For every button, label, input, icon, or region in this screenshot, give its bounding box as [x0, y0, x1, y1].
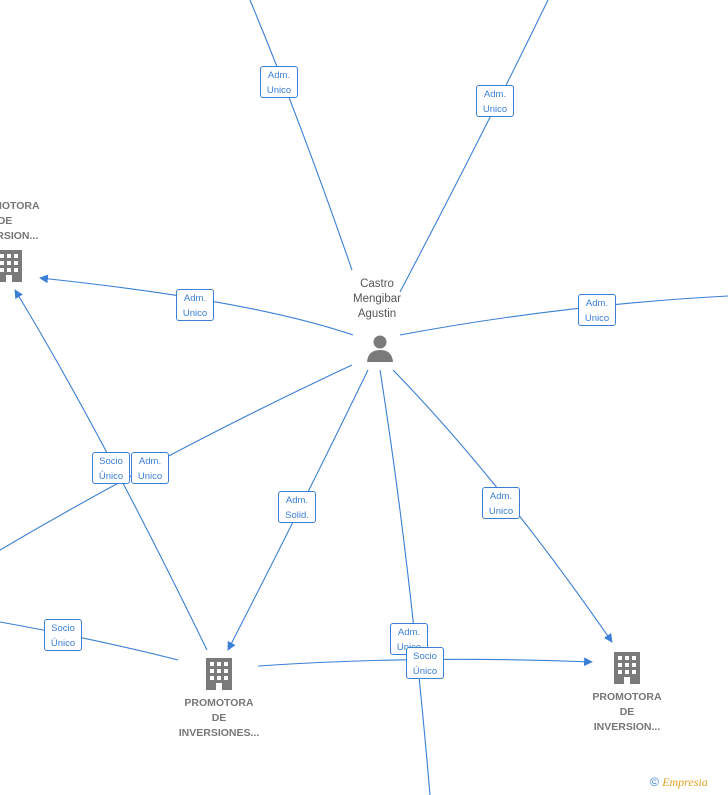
- company-right-line-2: DE: [619, 706, 635, 718]
- role-badge[interactable]: Adm. Unico: [476, 85, 514, 117]
- badge-line: Único: [98, 471, 124, 482]
- company-left-line-1: PROMOTORA: [0, 200, 40, 212]
- badge-line: Unico: [584, 313, 610, 324]
- badge-line: Único: [50, 638, 76, 649]
- company-right-label[interactable]: PROMOTORA DE INVERSION...: [577, 690, 677, 735]
- role-badge[interactable]: Adm. Unico: [260, 66, 298, 98]
- company-right-line-3: INVERSION...: [593, 721, 661, 733]
- badge-line: Unico: [482, 104, 508, 115]
- badge-line: Adm.: [489, 491, 513, 502]
- badge-line: Unico: [137, 471, 163, 482]
- badge-line: Unico: [488, 506, 514, 517]
- company-bottom-line-1: PROMOTORA: [184, 697, 254, 709]
- company-left-label[interactable]: PROMOTORA DE INVERSION...: [0, 199, 50, 244]
- role-badge[interactable]: Adm. Unico: [482, 487, 520, 519]
- role-badge[interactable]: Socio Único: [406, 647, 444, 679]
- badge-line: Adm.: [585, 298, 609, 309]
- badge-line: Adm.: [285, 495, 309, 506]
- badge-line: Solid.: [285, 510, 309, 521]
- building-icon[interactable]: [0, 248, 24, 284]
- empresia-watermark: © Empresia: [650, 775, 708, 790]
- building-icon[interactable]: [612, 650, 642, 686]
- badge-line: Único: [412, 666, 438, 677]
- badge-line: Socio: [51, 623, 75, 634]
- building-icon[interactable]: [204, 656, 234, 692]
- edge-person-bottom-left: [0, 364, 353, 551]
- badge-line: Adm.: [138, 456, 162, 467]
- person-name-line-1: Castro: [360, 278, 394, 290]
- badge-line: Unico: [182, 308, 208, 319]
- badge-line: Socio: [99, 456, 123, 467]
- person-name[interactable]: Castro Mengibar Agustin: [337, 277, 417, 322]
- edge-person-top-left: [249, 0, 353, 271]
- badge-line: Adm.: [483, 89, 507, 100]
- role-badge[interactable]: Socio Único: [92, 452, 130, 484]
- edge-left-to-bottom-company: [0, 621, 179, 661]
- role-badge[interactable]: Socio Único: [44, 619, 82, 651]
- company-left-line-3: INVERSION...: [0, 230, 39, 242]
- role-badge[interactable]: Adm. Solid.: [278, 491, 316, 523]
- company-right-line-1: PROMOTORA: [592, 691, 662, 703]
- role-badge[interactable]: Adm. Unico: [578, 294, 616, 326]
- company-bottom-line-3: INVERSIONES...: [178, 727, 260, 739]
- person-name-line-2: Mengibar: [353, 293, 401, 305]
- edge-person-top-right: [399, 0, 549, 293]
- copyright-icon: ©: [650, 775, 659, 789]
- brand-logo: Empresia: [662, 775, 708, 789]
- role-badge[interactable]: Adm. Unico: [131, 452, 169, 484]
- badge-line: Unico: [266, 85, 292, 96]
- edge-person-bottom: [379, 369, 431, 795]
- company-bottom-line-2: DE: [211, 712, 227, 724]
- person-icon[interactable]: [365, 333, 395, 363]
- edge-person-left-company: [39, 274, 354, 336]
- company-left-line-2: DE: [0, 215, 13, 227]
- badge-line: Adm.: [267, 70, 291, 81]
- edge-bottom-company-to-left-company: [14, 289, 208, 651]
- role-badge[interactable]: Adm. Unico: [176, 289, 214, 321]
- company-bottom-label[interactable]: PROMOTORA DE INVERSIONES...: [164, 696, 274, 741]
- badge-line: Adm.: [183, 293, 207, 304]
- badge-line: Adm.: [397, 627, 421, 638]
- person-name-line-3: Agustin: [357, 308, 397, 320]
- badge-line: Socio: [413, 651, 437, 662]
- edge-person-right: [399, 295, 728, 336]
